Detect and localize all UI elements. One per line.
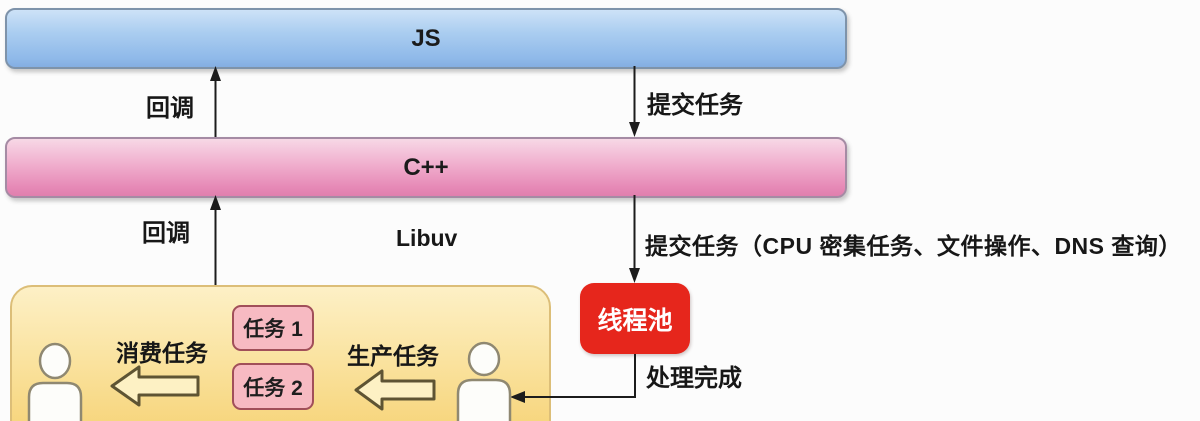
task-1-chip: 任务 1 xyxy=(232,305,314,351)
consume-block-arrow-icon xyxy=(110,365,200,407)
produce-task-label: 生产任务 xyxy=(347,343,439,369)
callback-bottom-arrow xyxy=(210,195,221,285)
cpp-layer-bar: C++ xyxy=(5,137,847,198)
submit-top-arrow xyxy=(629,66,640,137)
submit-task-top-label: 提交任务 xyxy=(647,92,743,119)
processing-done-arrow xyxy=(510,354,636,403)
submit-bottom-arrow xyxy=(629,195,640,283)
submit-task-detail-label: 提交任务（CPU 密集任务、文件操作、DNS 查询） xyxy=(645,233,1182,259)
consumer-person-icon xyxy=(27,342,83,421)
callback-top-arrow xyxy=(210,66,221,137)
consume-task-label: 消费任务 xyxy=(116,340,208,366)
producer-person-icon xyxy=(456,341,512,421)
processing-done-label: 处理完成 xyxy=(646,365,742,392)
produce-block-arrow-icon xyxy=(354,369,436,411)
thread-pool-node: 线程池 xyxy=(580,283,690,354)
thread-pool-label: 线程池 xyxy=(597,306,673,335)
js-layer-label: JS xyxy=(411,24,441,52)
task-1-label: 任务 1 xyxy=(243,318,303,341)
js-layer-bar: JS xyxy=(5,8,847,69)
libuv-label: Libuv xyxy=(396,225,458,251)
callback-top-label: 回调 xyxy=(146,95,194,122)
callback-bottom-label: 回调 xyxy=(142,220,190,247)
task-2-chip: 任务 2 xyxy=(232,363,314,410)
task-2-label: 任务 2 xyxy=(243,376,303,400)
cpp-layer-label: C++ xyxy=(403,153,449,181)
